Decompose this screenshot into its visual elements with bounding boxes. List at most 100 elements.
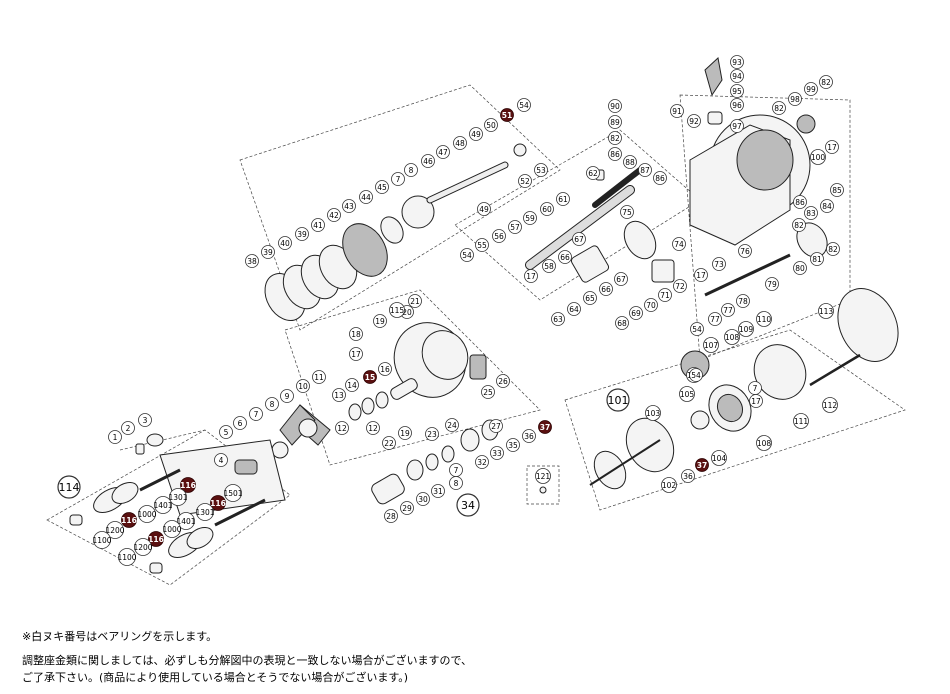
callout-number: 79 (767, 280, 777, 289)
part-callout: 47 (436, 145, 450, 159)
callout-circle (278, 236, 292, 250)
callout-number: 116 (210, 499, 226, 508)
callout-circle (475, 455, 489, 469)
part-callout: 112 (822, 397, 838, 413)
callout-circle (481, 385, 495, 399)
part-callout: 18 (349, 327, 363, 341)
callout-circle (638, 163, 652, 177)
callout-number: 15 (365, 373, 375, 382)
callout-number: 20 (402, 308, 412, 317)
part-callout: 1200 (105, 521, 125, 539)
callout-number: 42 (329, 211, 339, 220)
callout-number: 49 (471, 130, 481, 139)
callout-number: 19 (400, 429, 410, 438)
callout-number: 105 (680, 390, 695, 399)
callout-circle (404, 163, 418, 177)
callout-number: 5 (224, 428, 229, 437)
callout-number: 45 (377, 183, 387, 192)
callout-circle (163, 520, 181, 538)
callout-circle (349, 347, 363, 361)
part-callout: 33 (490, 446, 504, 460)
part-callout: 73 (712, 257, 726, 271)
part-callout: 1100 (117, 548, 137, 566)
part-callout: 60 (540, 202, 554, 216)
callout-number: 38 (247, 257, 257, 266)
part-callout: 121 (535, 468, 551, 484)
callout-number: 90 (610, 102, 620, 111)
callout-circle (538, 420, 552, 434)
callout-circle (249, 407, 263, 421)
callout-circle (810, 149, 826, 165)
part-callout: 68 (615, 316, 629, 330)
callout-circle (261, 245, 275, 259)
callout-number: 116 (121, 516, 137, 525)
callout-number: 37 (697, 461, 707, 470)
part-callout: 61 (556, 192, 570, 206)
part-callout: 66 (599, 282, 613, 296)
part-callout: 78 (736, 294, 750, 308)
callout-number: 66 (601, 285, 611, 294)
part-callout: 7 (449, 463, 463, 477)
callout-circle (608, 131, 622, 145)
callout-circle (703, 337, 719, 353)
callout-number: 86 (610, 150, 620, 159)
part-callout: 17 (524, 269, 538, 283)
callout-circle (121, 512, 137, 528)
callout-circle (154, 496, 172, 514)
part-callout: 36 (522, 429, 536, 443)
callout-circle (558, 250, 572, 264)
callout-number: 8 (454, 479, 459, 488)
callout-number: 1200 (133, 543, 152, 552)
callout-circle (138, 505, 156, 523)
callout-circle (825, 140, 839, 154)
part-callout: 49 (477, 202, 491, 216)
notes: ※白ヌキ番号はベアリングを示します。 調整座金類に関しましては、必ずしも分解図中… (22, 628, 922, 686)
callout-number: 22 (384, 439, 394, 448)
part-callout: 92 (687, 114, 701, 128)
callout-number: 3 (143, 416, 148, 425)
callout-circle (311, 218, 325, 232)
part-callout: 63 (551, 312, 565, 326)
callout-circle (644, 298, 658, 312)
part-callout: 23 (425, 427, 439, 441)
callout-number: 54 (519, 101, 529, 110)
part-callout: 9 (280, 389, 294, 403)
callout-number: 53 (536, 166, 546, 175)
callout-circle (822, 397, 838, 413)
part-callout: 89 (608, 115, 622, 129)
part-callout: 116 (210, 495, 226, 511)
callout-number: 66 (560, 253, 570, 262)
callout-number: 72 (675, 282, 685, 291)
callout-number: 86 (795, 198, 805, 207)
part-callout: 17 (749, 394, 763, 408)
bearing-note: ※白ヌキ番号はベアリングを示します。 (22, 630, 218, 643)
callout-number: 30 (418, 495, 428, 504)
callout-number: 49 (479, 205, 489, 214)
callout-number: 63 (553, 315, 563, 324)
callout-circle (460, 248, 474, 262)
part-callout: 62 (586, 166, 600, 180)
callout-number: 82 (821, 78, 831, 87)
callout-circle (572, 232, 586, 246)
callout-number: 82 (828, 245, 838, 254)
callout-number: 24 (447, 421, 457, 430)
callout-number: 2 (126, 424, 131, 433)
part-callout: 51 (500, 108, 514, 122)
callout-circle (245, 254, 259, 268)
part-callout: 14 (345, 378, 359, 392)
callout-circle (349, 327, 363, 341)
callout-number: 83 (806, 209, 816, 218)
callout-circle (210, 495, 226, 511)
callout-circle (708, 312, 722, 326)
callout-number: 102 (662, 481, 677, 490)
callout-circle (694, 268, 708, 282)
callout-circle (658, 288, 672, 302)
part-callout: 7 (249, 407, 263, 421)
callout-number: 108 (725, 333, 740, 342)
callout-circle (57, 475, 81, 499)
callout-number: 40 (280, 239, 290, 248)
part-callout: 95 (730, 84, 744, 98)
callout-number: 29 (402, 504, 412, 513)
part-callout: 84 (820, 199, 834, 213)
